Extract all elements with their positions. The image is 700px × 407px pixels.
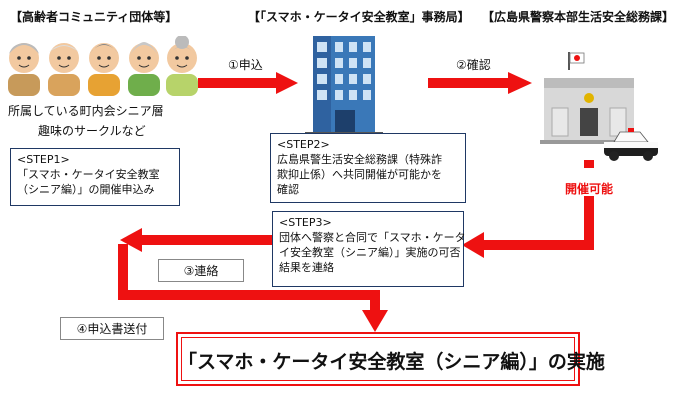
police-emblem-icon: [584, 93, 594, 103]
step2-line2: 欺抑止係）へ共同開催が可能かを: [277, 168, 442, 181]
senior-person-icon: [48, 43, 80, 96]
final-outcome-text: 「スマホ・ケータイ安全教室（シニア編）」の実施: [178, 351, 605, 373]
seniors-group-illustration: [8, 36, 198, 96]
send-form-line-drop: [370, 290, 380, 314]
community-caption-line2: 趣味のサークルなど: [38, 124, 146, 138]
senior-person-icon: [8, 43, 40, 96]
step3-title: <STEP3>: [279, 216, 332, 229]
send-form-line-right: [118, 290, 380, 300]
arrow-contact: [120, 228, 272, 252]
arrow-send-form-label: ④申込書送付: [60, 317, 164, 340]
police-car-icon: [604, 128, 658, 161]
step2-line3: 確認: [277, 183, 299, 196]
approval-label: 開催可能: [565, 182, 614, 196]
arrow-apply-label: ①申込: [228, 58, 263, 72]
senior-person-icon: [166, 36, 198, 96]
send-form-line-down: [118, 244, 128, 300]
arrow-apply: [198, 72, 298, 94]
header-police: 【広島県警察本部生活安全総務課】: [482, 10, 675, 24]
final-outcome-inner-border: [181, 337, 575, 381]
step1-box: <STEP1> 「スマホ・ケータイ安全教室 （シニア編）」の開催申込み: [10, 148, 180, 206]
step1-line1: 「スマホ・ケータイ安全教室: [17, 168, 160, 181]
senior-person-icon: [88, 43, 120, 96]
police-connector: [584, 160, 594, 168]
arrow-confirm: [428, 72, 532, 94]
police-station-icon: [540, 52, 658, 161]
approval-line-left: [480, 240, 594, 250]
step1-line2: （シニア編）」の開催申込み: [17, 183, 155, 196]
step2-box: <STEP2> 広島県警生活安全総務課（特殊詐 欺抑止係）へ共同開催が可能かを …: [270, 133, 466, 203]
step3-line1: 団体へ警察と合同で「スマホ・ケータ: [279, 231, 466, 244]
arrow-confirm-label: ②確認: [456, 58, 491, 72]
step2-title: <STEP2>: [277, 138, 330, 151]
approval-line-down: [584, 196, 594, 250]
header-office: 【「スマホ・ケータイ安全教室」事務局】: [248, 10, 470, 24]
step1-title: <STEP1>: [17, 153, 70, 166]
arrow-contact-label: ③連絡: [158, 259, 244, 282]
step2-line1: 広島県警生活安全総務課（特殊詐: [277, 153, 442, 166]
step3-line3: 結果を連絡: [279, 261, 334, 274]
header-community: 【高齢者コミュニティ団体等】: [10, 10, 178, 24]
community-caption-line1: 所属している町内会シニア層: [8, 104, 164, 118]
step3-box: <STEP3> 団体へ警察と合同で「スマホ・ケータ イ安全教室（シニア編）」実施…: [272, 211, 466, 287]
senior-person-icon: [128, 42, 160, 96]
step3-line2: イ安全教室（シニア編）」実施の可否: [279, 246, 461, 259]
final-outcome-box: 「スマホ・ケータイ安全教室（シニア編）」の実施: [176, 332, 605, 386]
office-building-icon: [305, 36, 383, 137]
approval-arrowhead: [462, 232, 484, 258]
send-form-arrowhead: [362, 310, 388, 332]
